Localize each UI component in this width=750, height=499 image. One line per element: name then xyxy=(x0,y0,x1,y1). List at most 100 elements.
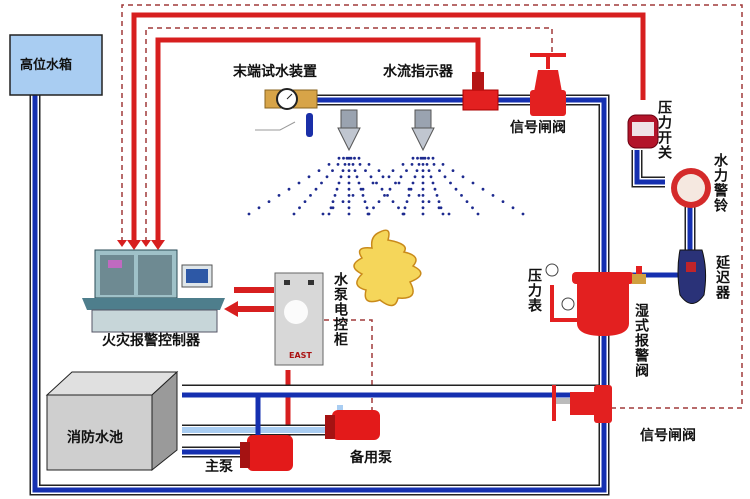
main-pump xyxy=(240,435,293,471)
signal-gate-valve-top-label: 信号闸阀 xyxy=(510,120,566,136)
spray-dot xyxy=(421,200,425,204)
spray-dot xyxy=(331,200,335,204)
spray-dot xyxy=(425,163,429,166)
spray-dot xyxy=(325,175,329,179)
spray-dot xyxy=(369,175,373,179)
spray-dot xyxy=(415,169,419,173)
spray-dot xyxy=(511,206,515,210)
spray-dot xyxy=(347,156,351,160)
high-tank-label: 高位水箱 xyxy=(20,58,73,73)
spray-dot xyxy=(353,156,356,160)
spray-dot xyxy=(421,212,425,216)
water-gong xyxy=(671,168,711,208)
end-test-device-label: 末端试水装置 xyxy=(233,64,317,80)
fire-pool xyxy=(45,370,179,472)
water-gong-label: 水力警铃 xyxy=(712,153,728,213)
pump-control-cabinet-label: 水泵电控柜 xyxy=(332,272,348,347)
spray-dot xyxy=(391,200,395,204)
spray-dot xyxy=(364,169,367,173)
spray-dot xyxy=(481,187,485,191)
spray-dot xyxy=(335,187,339,191)
spray-dot xyxy=(345,156,349,160)
spray-dot xyxy=(471,206,474,210)
spray-dot xyxy=(331,206,335,210)
spray-dot xyxy=(347,206,351,210)
spray-dot xyxy=(347,163,351,166)
spray-dot xyxy=(347,212,351,216)
spray-dot xyxy=(327,212,331,216)
spray-dot xyxy=(421,169,425,173)
pump-control-cabinet xyxy=(274,272,324,366)
spray-dot xyxy=(367,163,371,166)
spray-dot xyxy=(337,156,341,160)
spray-dot xyxy=(421,175,425,179)
signal-gate-valve-top xyxy=(530,53,566,116)
spray-dot xyxy=(347,187,351,191)
spray-dot xyxy=(365,206,369,210)
spray-dot xyxy=(391,169,395,173)
spray-dot xyxy=(333,194,337,197)
spray-dot xyxy=(421,163,425,166)
spray-dot xyxy=(314,187,318,191)
spray-dot xyxy=(431,156,435,160)
spray-dot xyxy=(421,156,425,160)
spray-dot xyxy=(443,175,447,179)
retard-chamber-label: 延迟器 xyxy=(714,255,730,300)
spray-dot xyxy=(397,181,401,185)
spray-dot xyxy=(501,200,505,204)
spray-dot xyxy=(372,206,375,210)
spray-dot xyxy=(337,181,341,185)
wet-alarm-valve-label: 湿式报警阀 xyxy=(633,303,649,378)
spray-dot xyxy=(377,169,381,173)
spray-dot xyxy=(361,194,365,197)
spray-dot xyxy=(339,175,343,179)
spray-dot xyxy=(347,169,351,173)
fire-alarm-controller-label: 火灾报警控制器 xyxy=(102,333,200,349)
signal-gate-valve-bottom-label: 信号闸阀 xyxy=(640,428,696,444)
spray-dot xyxy=(307,175,311,179)
pressure-gauge-label: 压力表 xyxy=(526,268,542,313)
spray-dot xyxy=(247,212,251,216)
spray-dot xyxy=(432,163,436,166)
spray-dot xyxy=(423,156,427,160)
spray-dot xyxy=(351,194,355,197)
spray-dot xyxy=(438,169,441,173)
main-pump-label: 主泵 xyxy=(205,459,233,475)
spray-dot xyxy=(403,206,407,210)
spray-dot xyxy=(421,194,425,197)
spray-dot xyxy=(347,200,351,204)
spray-dot xyxy=(355,175,359,179)
spray-dot xyxy=(327,163,331,166)
spray-dot xyxy=(471,181,475,185)
fire-icon xyxy=(353,229,422,307)
spray-dot xyxy=(303,200,307,204)
pressure-switch-label: 压力开关 xyxy=(656,100,672,160)
end-test-device xyxy=(255,88,318,137)
spray-dot xyxy=(298,206,301,210)
spray-dot xyxy=(287,187,291,191)
spray-dot xyxy=(491,194,495,197)
spray-dot xyxy=(419,156,423,160)
spray-dot xyxy=(409,187,413,191)
sprinkler-head xyxy=(411,109,435,152)
spray-dot xyxy=(410,163,414,166)
spray-dot xyxy=(431,181,435,185)
sprinkler-heads xyxy=(337,109,435,152)
spray-dot xyxy=(347,175,351,179)
spray-dot xyxy=(341,169,345,173)
spray-dot xyxy=(347,194,351,197)
spray-dot xyxy=(460,194,463,197)
spray-dot xyxy=(351,163,355,166)
spray-dot xyxy=(439,206,443,210)
spray-dot xyxy=(433,187,437,191)
spray-dot xyxy=(441,163,445,166)
spray-dot xyxy=(449,181,452,185)
dashed-signal-lines xyxy=(121,4,743,410)
spray-dot xyxy=(320,181,323,185)
spray-dot xyxy=(435,194,439,197)
spray-dot xyxy=(454,187,458,191)
high-water-tank xyxy=(9,34,103,96)
spray-dot xyxy=(405,169,408,173)
signal-gate-valve-bottom xyxy=(552,385,612,423)
spray-dot xyxy=(331,169,334,173)
